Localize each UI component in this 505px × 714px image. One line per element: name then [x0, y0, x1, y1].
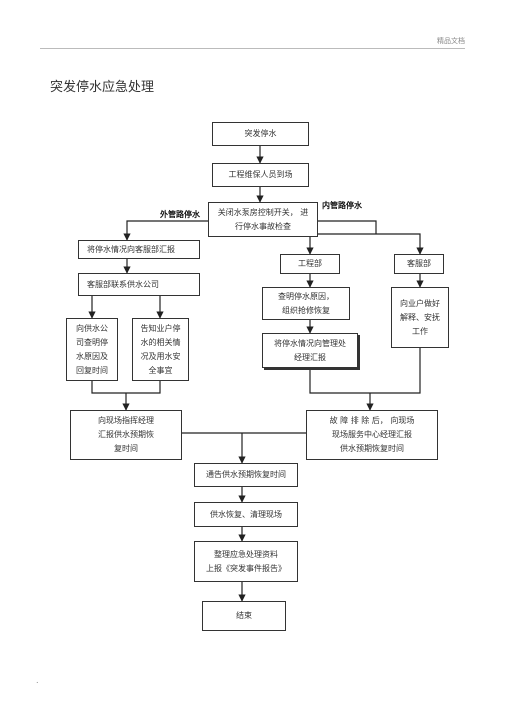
node-eng-dept: 工程部 [280, 254, 340, 274]
line-left-merge [91, 381, 161, 394]
node-report-cs: 将停水情况向客服部汇报 [78, 240, 200, 259]
page-title: 突发停水应急处理 [50, 80, 155, 95]
node-after-fix: 故 障 排 除 后， 向现场 现场服务中心经理汇报 供水预期恢复时间 [306, 410, 438, 460]
line-inner-branch [318, 220, 377, 234]
outer-pipe-label: 外管路停水 [160, 210, 200, 219]
header-tag: 精品文档 [437, 37, 465, 45]
node-report-time: 向现场指挥经理 汇报供水预期恢 复时间 [70, 410, 182, 460]
arrow-outer-branch [123, 220, 208, 241]
header-divider [40, 48, 465, 49]
node-ask-water: 向供水公 司查明停 水原因及 回复时间 [66, 318, 118, 381]
node-notify-time: 通告供水预期恢复时间 [194, 463, 298, 487]
arrow-inner-eng [306, 233, 376, 255]
node-find-cause: 查明停水原因， 组织抢修恢复 [262, 287, 350, 320]
node-notify-owner: 告知业户停 水的相关情 况及用水安 全事宜 [132, 318, 189, 381]
node-check: 关闭水泵房控制开关， 进 行停水事故检查 [208, 202, 318, 237]
node-contact-water: 客服部联系供水公司 [78, 273, 200, 296]
node-end: 结束 [202, 601, 286, 631]
node-organize: 整理应急处理资料 上报《突发事件报告》 [194, 541, 298, 582]
footer-mark: . [36, 676, 39, 685]
node-explain: 向业户做好 解释、安抚 工作 [391, 287, 449, 348]
inner-pipe-label: 内管路停水 [322, 201, 362, 210]
node-arrive: 工程维保人员到场 [212, 163, 309, 187]
arrow-inner-cs [376, 233, 424, 255]
node-report-mgmt: 将停水情况向管理处 经理汇报 [262, 333, 358, 368]
node-cs-dept: 客服部 [394, 254, 444, 274]
node-start: 突发停水 [212, 122, 309, 146]
line-right-merge [309, 348, 421, 394]
node-restore: 供水恢复、清理现场 [194, 502, 298, 527]
